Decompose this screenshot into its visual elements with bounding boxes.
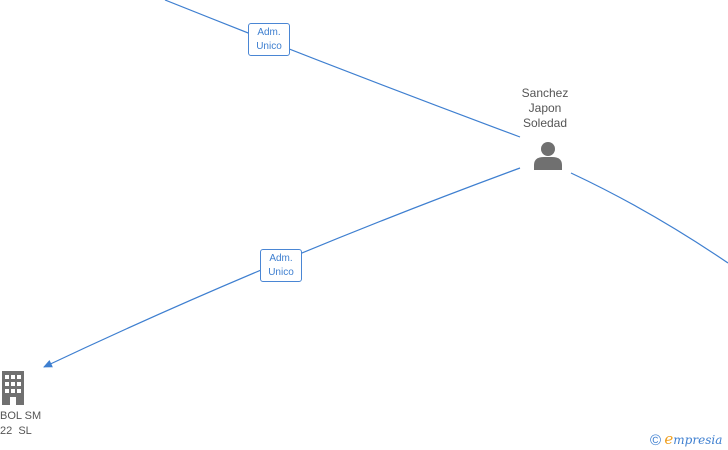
person-name-line: Sanchez [521,86,569,100]
person-name-line: Japon [528,101,562,115]
company-name-label[interactable]: BOL SM 22 SL [0,409,60,439]
empresia-watermark: © empresia [650,430,722,449]
person-name-label[interactable]: Sanchez Japon Soledad [505,86,585,131]
role-badge-adm-unico[interactable]: Adm. Unico [248,23,290,56]
role-badge-line: Adm. [269,253,293,264]
building-icon[interactable] [0,371,28,405]
company-name-line: 22 SL [0,425,32,437]
person-name-line: Soledad [522,116,568,130]
copyright-icon: © [650,432,662,449]
brand-name: mpresia [673,433,723,447]
company-name-line: BOL SM [0,410,42,422]
brand-initial: e [664,430,674,448]
role-badge-line: Unico [268,267,294,278]
person-icon[interactable] [532,140,564,170]
edge-person-to-right [570,172,728,264]
role-badge-line: Adm. [257,27,281,38]
role-badge-adm-unico[interactable]: Adm. Unico [260,249,302,282]
edge-top-left-to-person [164,0,521,138]
role-badge-line: Unico [256,41,282,52]
